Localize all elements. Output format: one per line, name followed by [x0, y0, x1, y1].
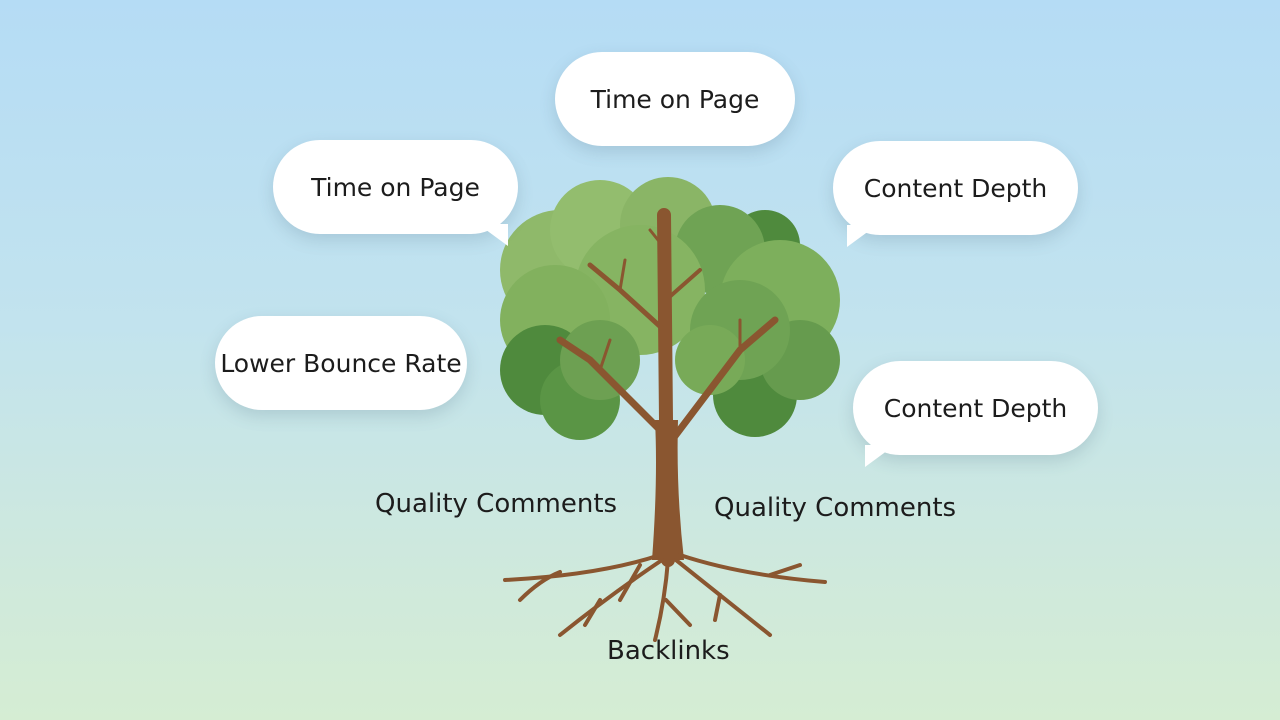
bubble-content-depth-bottom: Content Depth [853, 361, 1098, 467]
bubble-content-depth-top: Content Depth [833, 141, 1078, 247]
label-backlinks: Backlinks [607, 636, 730, 666]
bubble-tail [847, 225, 877, 247]
bubble-text: Content Depth [883, 393, 1068, 423]
trunk [652, 420, 684, 560]
bubble-text: Time on Page [311, 172, 480, 202]
bubble-tail [865, 445, 895, 467]
roots [503, 553, 827, 642]
bubble-tail [478, 224, 508, 246]
bubble-text: Time on Page [590, 84, 760, 114]
bubble-time-on-page-left: Time on Page [273, 140, 518, 246]
bubble-text: Content Depth [863, 173, 1048, 203]
label-quality-comments-left: Quality Comments [375, 489, 618, 519]
bubble-lower-bounce-rate: Lower Bounce Rate [215, 316, 467, 410]
bubble-time-on-page-top: Time on Page [555, 52, 795, 146]
label-quality-comments-right: Quality Comments [714, 493, 957, 523]
bubble-text: Lower Bounce Rate [220, 348, 462, 378]
